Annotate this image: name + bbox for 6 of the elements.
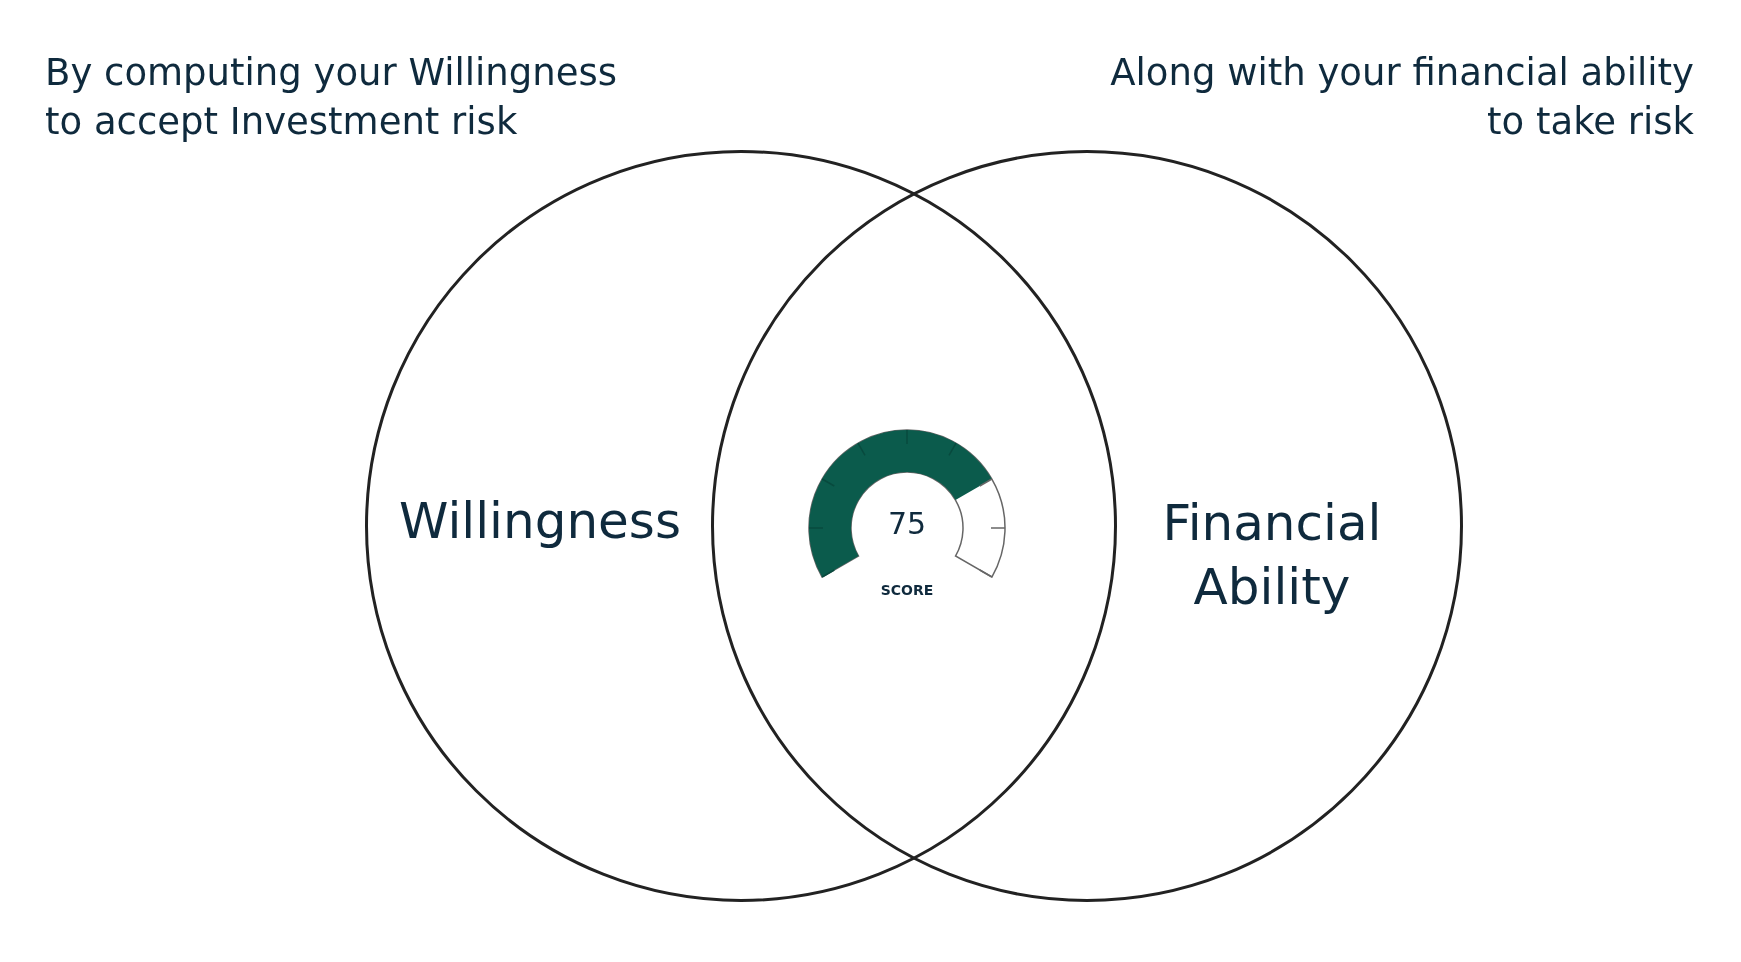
score-value: 75 bbox=[886, 506, 928, 542]
circle-label: Willingness bbox=[398, 491, 682, 552]
score-label: SCORE bbox=[879, 581, 935, 600]
heading-text: Along with your financial ability to take risk bbox=[1109, 50, 1694, 145]
circle-label: Financial Ability bbox=[1161, 493, 1383, 618]
heading-text: By computing your Willingness to accept Investment risk bbox=[45, 50, 619, 145]
